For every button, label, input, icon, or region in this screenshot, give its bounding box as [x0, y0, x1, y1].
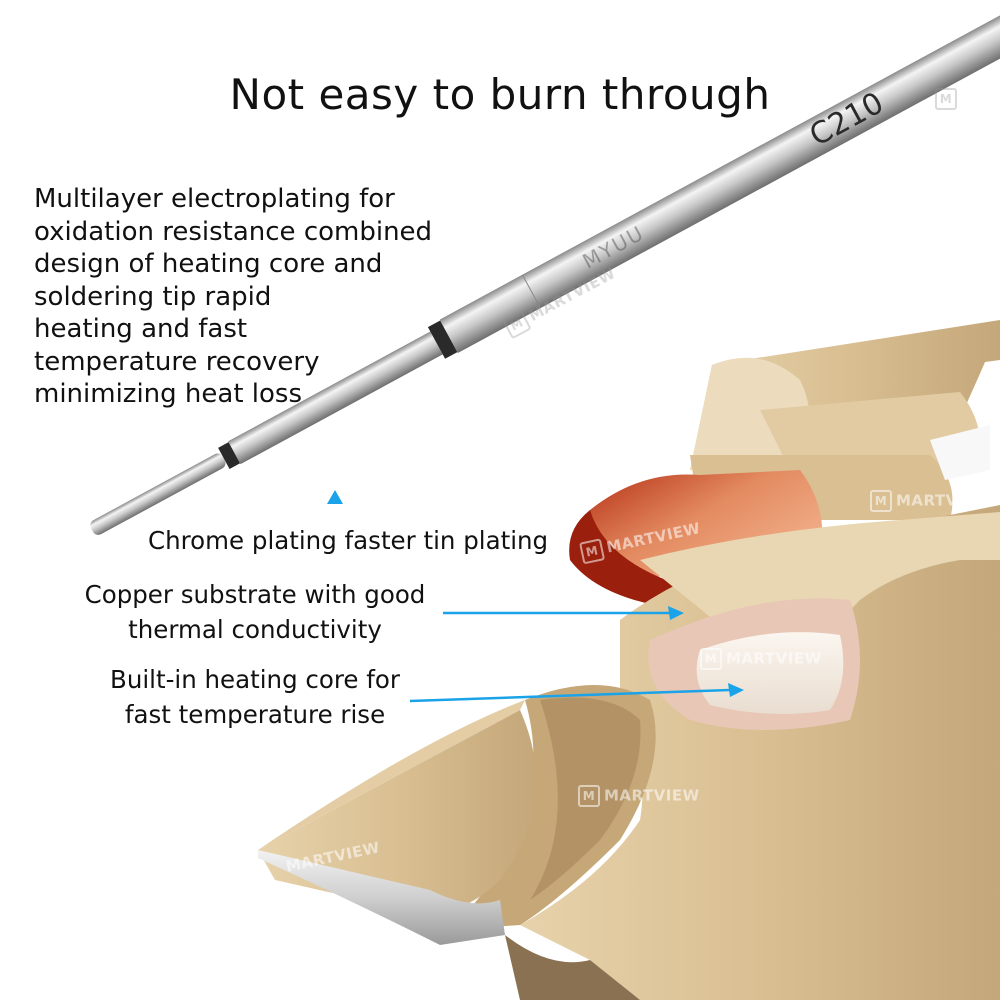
intro-line: minimizing heat loss: [34, 379, 303, 409]
watermark: M: [935, 88, 961, 110]
intro-line: Multilayer electroplating for: [34, 184, 395, 214]
copper-substrate-label: Copper substrate with good thermal condu…: [60, 580, 450, 644]
intro-line: heating and fast: [34, 314, 248, 344]
intro-line: oxidation resistance combined: [34, 216, 433, 247]
watermark-logo-icon: M: [870, 490, 892, 512]
label-line: thermal conductivity: [128, 615, 382, 644]
watermark-logo-icon: M: [935, 88, 957, 110]
intro-line: soldering tip rapid: [34, 281, 272, 312]
heating-core-label: Built-in heating core for fast temperatu…: [60, 665, 450, 729]
chrome-plating-label: Chrome plating faster tin plating: [148, 526, 549, 555]
intro-line: design of heating core and: [34, 249, 383, 279]
watermark-logo-icon: M: [578, 785, 600, 807]
intro-description: Multilayer electroplating for oxidation …: [34, 183, 454, 411]
page-title: Not easy to burn through: [229, 70, 771, 119]
watermark-logo-icon: M: [579, 538, 606, 565]
watermark-logo-icon: M: [700, 648, 722, 670]
label-line: Built-in heating core for: [110, 665, 400, 694]
intro-line: temperature recovery: [34, 346, 320, 377]
label-line: fast temperature rise: [124, 700, 386, 729]
label-line: Copper substrate with good: [84, 580, 426, 609]
